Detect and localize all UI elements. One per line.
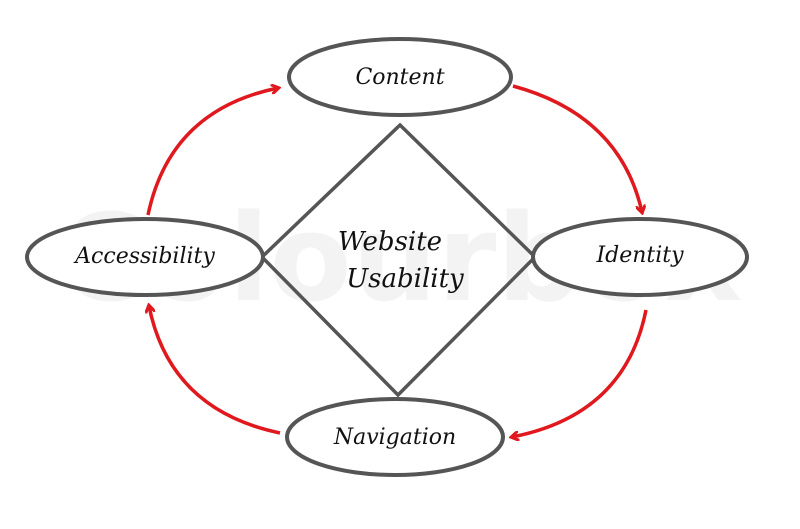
center-label-line2: Usability [346, 264, 464, 294]
node-navigation-label: Navigation [333, 425, 456, 450]
node-navigation: Navigation [285, 397, 505, 477]
arrow-accessibility-to-content [146, 88, 278, 216]
node-identity: Identity [531, 217, 749, 297]
arrow-content-to-identity [512, 84, 642, 212]
node-accessibility-label: Accessibility [73, 244, 215, 269]
arrow-navigation-to-accessibility [149, 306, 281, 435]
center-diamond [259, 122, 538, 398]
arrow-identity-to-navigation [512, 309, 648, 437]
node-identity-label: Identity [595, 243, 684, 268]
center-label-line1: Website [338, 227, 442, 257]
node-content: Content [287, 37, 513, 117]
node-content-label: Content [355, 65, 444, 90]
node-accessibility: Accessibility [25, 217, 265, 297]
